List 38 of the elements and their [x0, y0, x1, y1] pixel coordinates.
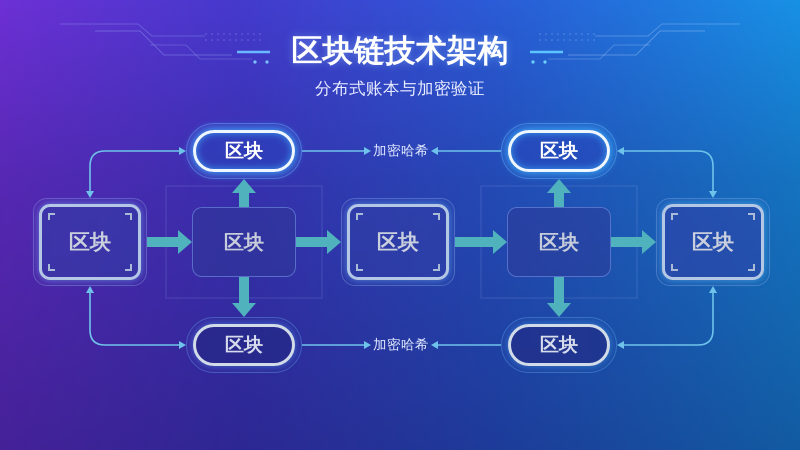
block-arrow: [296, 230, 341, 254]
node-label: 加密哈希: [371, 142, 431, 160]
node-text: 区块: [224, 228, 264, 256]
connector-arrow: [617, 147, 717, 198]
node-text: 区块: [540, 333, 578, 358]
connector-arrow: [302, 341, 371, 349]
glowing-box: [341, 198, 455, 286]
block-arrow: [547, 179, 571, 207]
block-arrow: [232, 277, 256, 317]
pill-node: [501, 123, 617, 179]
block-arrow: [611, 230, 656, 254]
process-box: [192, 207, 296, 277]
process-box: [507, 207, 611, 277]
connector-arrow: [302, 147, 371, 155]
connector-arrow: [86, 147, 186, 198]
pill-node: [186, 123, 302, 179]
pill-node: [501, 317, 617, 373]
connector-arrow: [431, 341, 501, 349]
node-text: 区块: [540, 139, 578, 164]
block-arrow: [547, 277, 571, 317]
connector-arrow: [617, 286, 717, 349]
pill-node: [186, 317, 302, 373]
connector-arrow: [86, 286, 186, 349]
node-text: 区块: [225, 139, 263, 164]
connector-arrow: [431, 147, 501, 155]
block-arrow: [455, 230, 507, 254]
glowing-box: [33, 198, 147, 286]
diagram-title: 区块链技术架构: [292, 32, 508, 70]
node-text: 区块: [377, 229, 419, 256]
node-label: 加密哈希: [371, 336, 431, 354]
glowing-box: [656, 198, 770, 286]
block-arrow: [232, 179, 256, 207]
node-text: 区块: [692, 229, 734, 256]
node-text: 区块: [69, 229, 111, 256]
node-text: 区块: [225, 333, 263, 358]
block-arrow: [147, 230, 192, 254]
node-text: 区块: [539, 228, 579, 256]
subtitle: 分布式账本与加密验证: [315, 78, 485, 100]
